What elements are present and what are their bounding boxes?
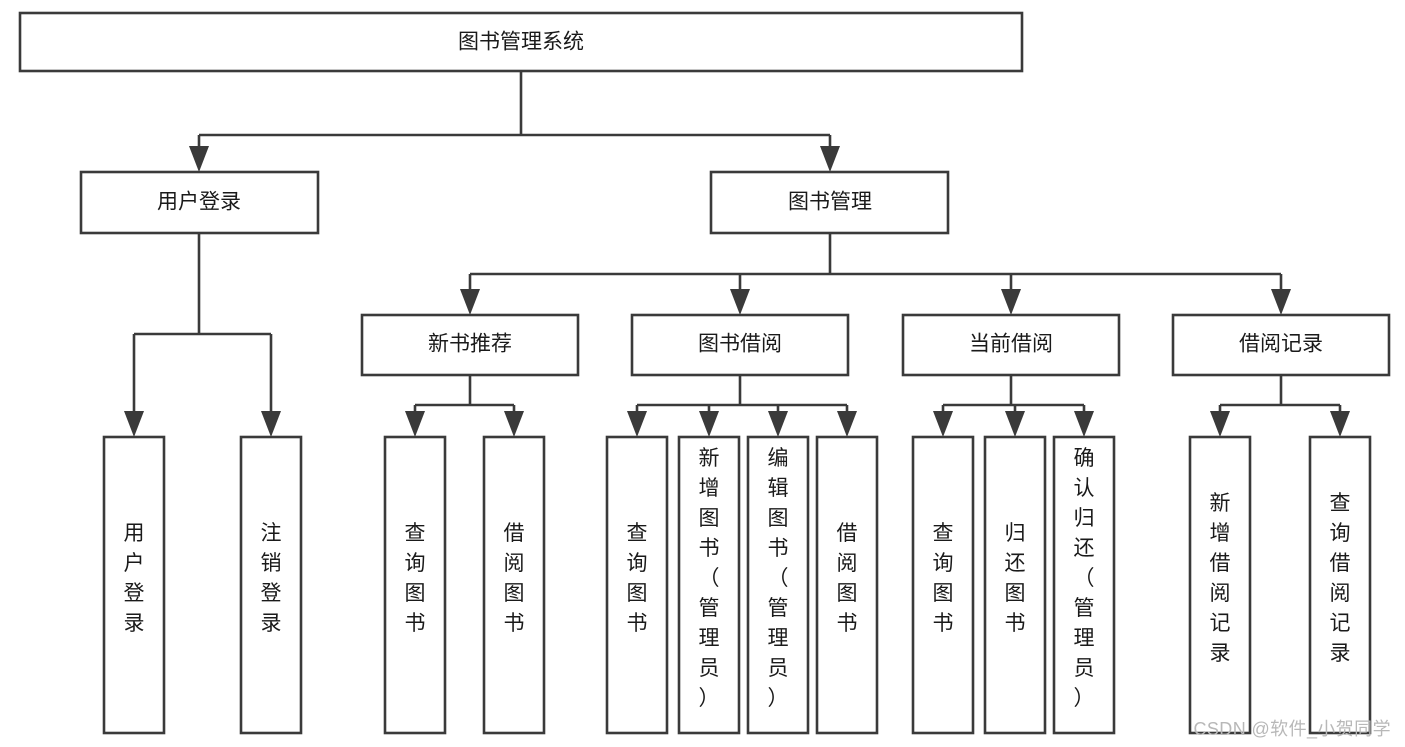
node-leaf-logout[interactable]: 注销登录 bbox=[239, 435, 303, 735]
node-book-borrow[interactable]: 图书借阅 bbox=[630, 313, 850, 377]
node-leaf-query-record[interactable]: 查询借阅记录 bbox=[1308, 435, 1372, 735]
arrowhead-to-leaf-add-record bbox=[1210, 411, 1230, 437]
node-current-borrow[interactable]: 当前借阅 bbox=[901, 313, 1121, 377]
node-book-management-label: 图书管理 bbox=[788, 191, 872, 214]
node-leaf-query-book-current-label: 查询图书 bbox=[933, 522, 954, 635]
node-leaf-user-login-box[interactable] bbox=[102, 435, 166, 735]
arrowhead-to-leaf-query-record bbox=[1330, 411, 1350, 437]
connector-borrowrecord-to-leaves bbox=[1218, 375, 1342, 417]
node-leaf-add-record-label: 新增借阅记录 bbox=[1210, 492, 1231, 665]
node-leaf-user-login[interactable]: 用户登录 bbox=[102, 435, 166, 735]
arrowhead-to-leaf-logout bbox=[261, 411, 281, 437]
arrowhead-to-user-login bbox=[189, 146, 209, 172]
node-leaf-logout-label: 注销登录 bbox=[261, 522, 282, 635]
csdn-watermark: CSDN @软件_小贺同学 bbox=[1193, 719, 1391, 739]
node-leaf-query-record-label: 查询借阅记录 bbox=[1330, 492, 1351, 665]
arrowhead-to-book-borrow bbox=[730, 289, 750, 315]
node-leaf-user-login-label: 用户登录 bbox=[124, 522, 145, 635]
node-leaf-query-book-rec-box[interactable] bbox=[383, 435, 447, 735]
arrowhead-to-leaf-query-book-rec bbox=[405, 411, 425, 437]
node-leaf-query-book-rec-label: 查询图书 bbox=[405, 522, 426, 635]
arrowhead-to-book-management bbox=[820, 146, 840, 172]
node-borrow-record-box[interactable] bbox=[1171, 313, 1391, 377]
arrowhead-to-current-borrow bbox=[1001, 289, 1021, 315]
node-leaf-edit-book[interactable]: 编辑图书（管理员） bbox=[746, 435, 810, 735]
node-leaf-query-book-rec[interactable]: 查询图书 bbox=[383, 435, 447, 735]
node-new-book-recommend-label: 新书推荐 bbox=[428, 333, 512, 356]
arrowhead-to-borrow-record bbox=[1271, 289, 1291, 315]
connector-layer bbox=[124, 71, 1350, 437]
node-leaf-borrow-book-box[interactable] bbox=[815, 435, 879, 735]
node-leaf-return-book-box[interactable] bbox=[983, 435, 1047, 735]
connector-currentborrow-to-leaves bbox=[941, 375, 1086, 417]
arrowhead-to-leaf-borrow-book-rec bbox=[504, 411, 524, 437]
node-book-borrow-box[interactable] bbox=[630, 313, 850, 377]
node-leaf-query-book-borrow[interactable]: 查询图书 bbox=[605, 435, 669, 735]
node-leaf-add-book[interactable]: 新增图书（管理员） bbox=[677, 435, 741, 735]
node-root[interactable]: 图书管理系统 bbox=[18, 11, 1024, 73]
node-leaf-logout-box[interactable] bbox=[239, 435, 303, 735]
arrowhead-to-leaf-query-book-borrow bbox=[627, 411, 647, 437]
node-leaf-add-record[interactable]: 新增借阅记录 bbox=[1188, 435, 1252, 735]
node-user-login-box[interactable] bbox=[79, 170, 320, 235]
arrowhead-to-leaf-borrow-book bbox=[837, 411, 857, 437]
node-new-book-recommend[interactable]: 新书推荐 bbox=[360, 313, 580, 377]
node-leaf-borrow-book-rec[interactable]: 借阅图书 bbox=[482, 435, 546, 735]
arrowhead-to-leaf-confirm-return bbox=[1074, 411, 1094, 437]
node-leaf-query-book-borrow-box[interactable] bbox=[605, 435, 669, 735]
node-leaf-borrow-book-rec-label: 借阅图书 bbox=[504, 522, 525, 635]
node-leaf-add-book-box[interactable] bbox=[677, 435, 741, 735]
node-current-borrow-box[interactable] bbox=[901, 313, 1121, 377]
arrowhead-to-leaf-user-login bbox=[124, 411, 144, 437]
arrowhead-to-leaf-add-book bbox=[699, 411, 719, 437]
node-current-borrow-label: 当前借阅 bbox=[969, 333, 1053, 356]
node-leaf-confirm-return-label: 确认归还（管理员） bbox=[1074, 447, 1095, 710]
node-new-book-recommend-box[interactable] bbox=[360, 313, 580, 377]
node-leaf-add-record-box[interactable] bbox=[1188, 435, 1252, 735]
node-book-borrow-label: 图书借阅 bbox=[698, 333, 782, 356]
node-leaf-query-book-current[interactable]: 查询图书 bbox=[911, 435, 975, 735]
node-leaf-edit-book-label: 编辑图书（管理员） bbox=[768, 447, 789, 710]
node-leaf-edit-book-box[interactable] bbox=[746, 435, 810, 735]
node-leaf-borrow-book-rec-box[interactable] bbox=[482, 435, 546, 735]
connector-newbook-to-leaves bbox=[413, 375, 516, 417]
node-leaf-borrow-book-label: 借阅图书 bbox=[837, 522, 858, 635]
node-user-login[interactable]: 用户登录 bbox=[79, 170, 320, 235]
node-root-label: 图书管理系统 bbox=[458, 31, 584, 54]
node-borrow-record-label: 借阅记录 bbox=[1239, 333, 1323, 356]
node-borrow-record[interactable]: 借阅记录 bbox=[1171, 313, 1391, 377]
node-leaf-return-book-label: 归还图书 bbox=[1005, 522, 1026, 635]
arrowhead-to-leaf-query-book-current bbox=[933, 411, 953, 437]
connector-bookmgmt-to-level3 bbox=[468, 233, 1283, 295]
node-leaf-query-record-box[interactable] bbox=[1308, 435, 1372, 735]
arrowhead-to-leaf-edit-book bbox=[768, 411, 788, 437]
node-root-box[interactable] bbox=[18, 11, 1024, 73]
arrowhead-to-new-book-recommend bbox=[460, 289, 480, 315]
connector-userlogin-to-leaves bbox=[132, 233, 273, 417]
node-leaf-borrow-book[interactable]: 借阅图书 bbox=[815, 435, 879, 735]
node-leaf-return-book[interactable]: 归还图书 bbox=[983, 435, 1047, 735]
node-book-management-box[interactable] bbox=[709, 170, 950, 235]
node-leaf-query-book-borrow-label: 查询图书 bbox=[627, 522, 648, 635]
node-leaf-query-book-current-box[interactable] bbox=[911, 435, 975, 735]
node-leaf-confirm-return[interactable]: 确认归还（管理员） bbox=[1052, 435, 1116, 735]
node-leaf-add-book-label: 新增图书（管理员） bbox=[699, 447, 720, 710]
connector-bookborrow-to-leaves bbox=[635, 375, 849, 417]
node-leaf-confirm-return-box[interactable] bbox=[1052, 435, 1116, 735]
node-user-login-label: 用户登录 bbox=[157, 191, 241, 214]
connector-root-to-level2 bbox=[197, 71, 832, 152]
node-book-management[interactable]: 图书管理 bbox=[709, 170, 950, 235]
arrowhead-to-leaf-return-book bbox=[1005, 411, 1025, 437]
